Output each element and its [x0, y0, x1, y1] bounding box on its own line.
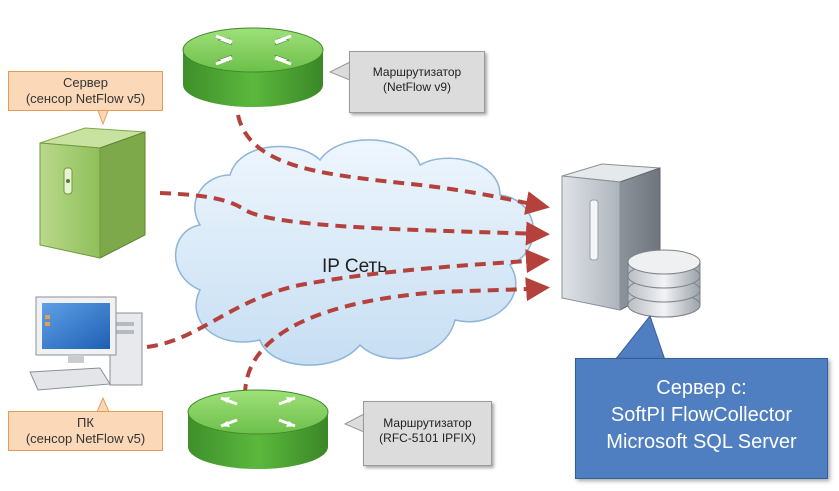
pc-sensor-title: ПК	[77, 415, 94, 430]
router-top-icon	[182, 27, 324, 107]
collector-software: SoftPI FlowCollector	[610, 404, 793, 426]
router-bottom-subtitle: (RFC-5101 IPFIX)	[379, 431, 476, 445]
flow-arrows	[146, 114, 550, 396]
ip-network-cloud	[174, 139, 535, 366]
router-bottom-callout: Маршрутизатор (RFC-5101 IPFIX)	[363, 401, 492, 466]
collector-callout-pointer	[613, 314, 666, 361]
server-sensor-subtitle: (сенсор NetFlow v5)	[25, 91, 146, 107]
router-bottom-title: Маршрутизатор	[383, 416, 472, 430]
pc-icon	[29, 296, 143, 391]
flow-arrow-server	[159, 191, 550, 246]
pc-callout-pointer	[96, 396, 110, 413]
collector-server-icon	[561, 163, 701, 318]
router-top-subtitle: (NetFlow v9)	[382, 80, 451, 94]
router-top-callout: Маршрутизатор (NetFlow v9)	[349, 51, 485, 113]
flow-arrow-router-bottom	[243, 277, 550, 396]
collector-callout: Сервер с: SoftPI FlowCollector Microsoft…	[575, 358, 828, 479]
pc-sensor-callout: ПК (сенсор NetFlow v5)	[8, 411, 163, 451]
server-sensor-title: Сервер	[62, 75, 109, 90]
server-sensor-callout: Сервер (сенсор NetFlow v5)	[8, 71, 163, 111]
collector-database: Microsoft SQL Server	[606, 431, 797, 453]
ip-network-label: IP Сеть	[322, 256, 388, 277]
router-top-callout-pointer	[328, 61, 351, 81]
router-top-title: Маршрутизатор	[372, 65, 462, 79]
flow-arrow-router-top	[236, 114, 550, 215]
router-bottom-icon	[187, 389, 329, 469]
router-bottom-callout-pointer	[343, 413, 365, 433]
sensor-server-icon	[39, 127, 146, 259]
database-icon	[627, 249, 701, 318]
pc-sensor-subtitle: (сенсор NetFlow v5)	[25, 431, 146, 447]
flow-arrow-pc	[146, 249, 550, 349]
collector-title: Сервер с:	[656, 377, 747, 399]
